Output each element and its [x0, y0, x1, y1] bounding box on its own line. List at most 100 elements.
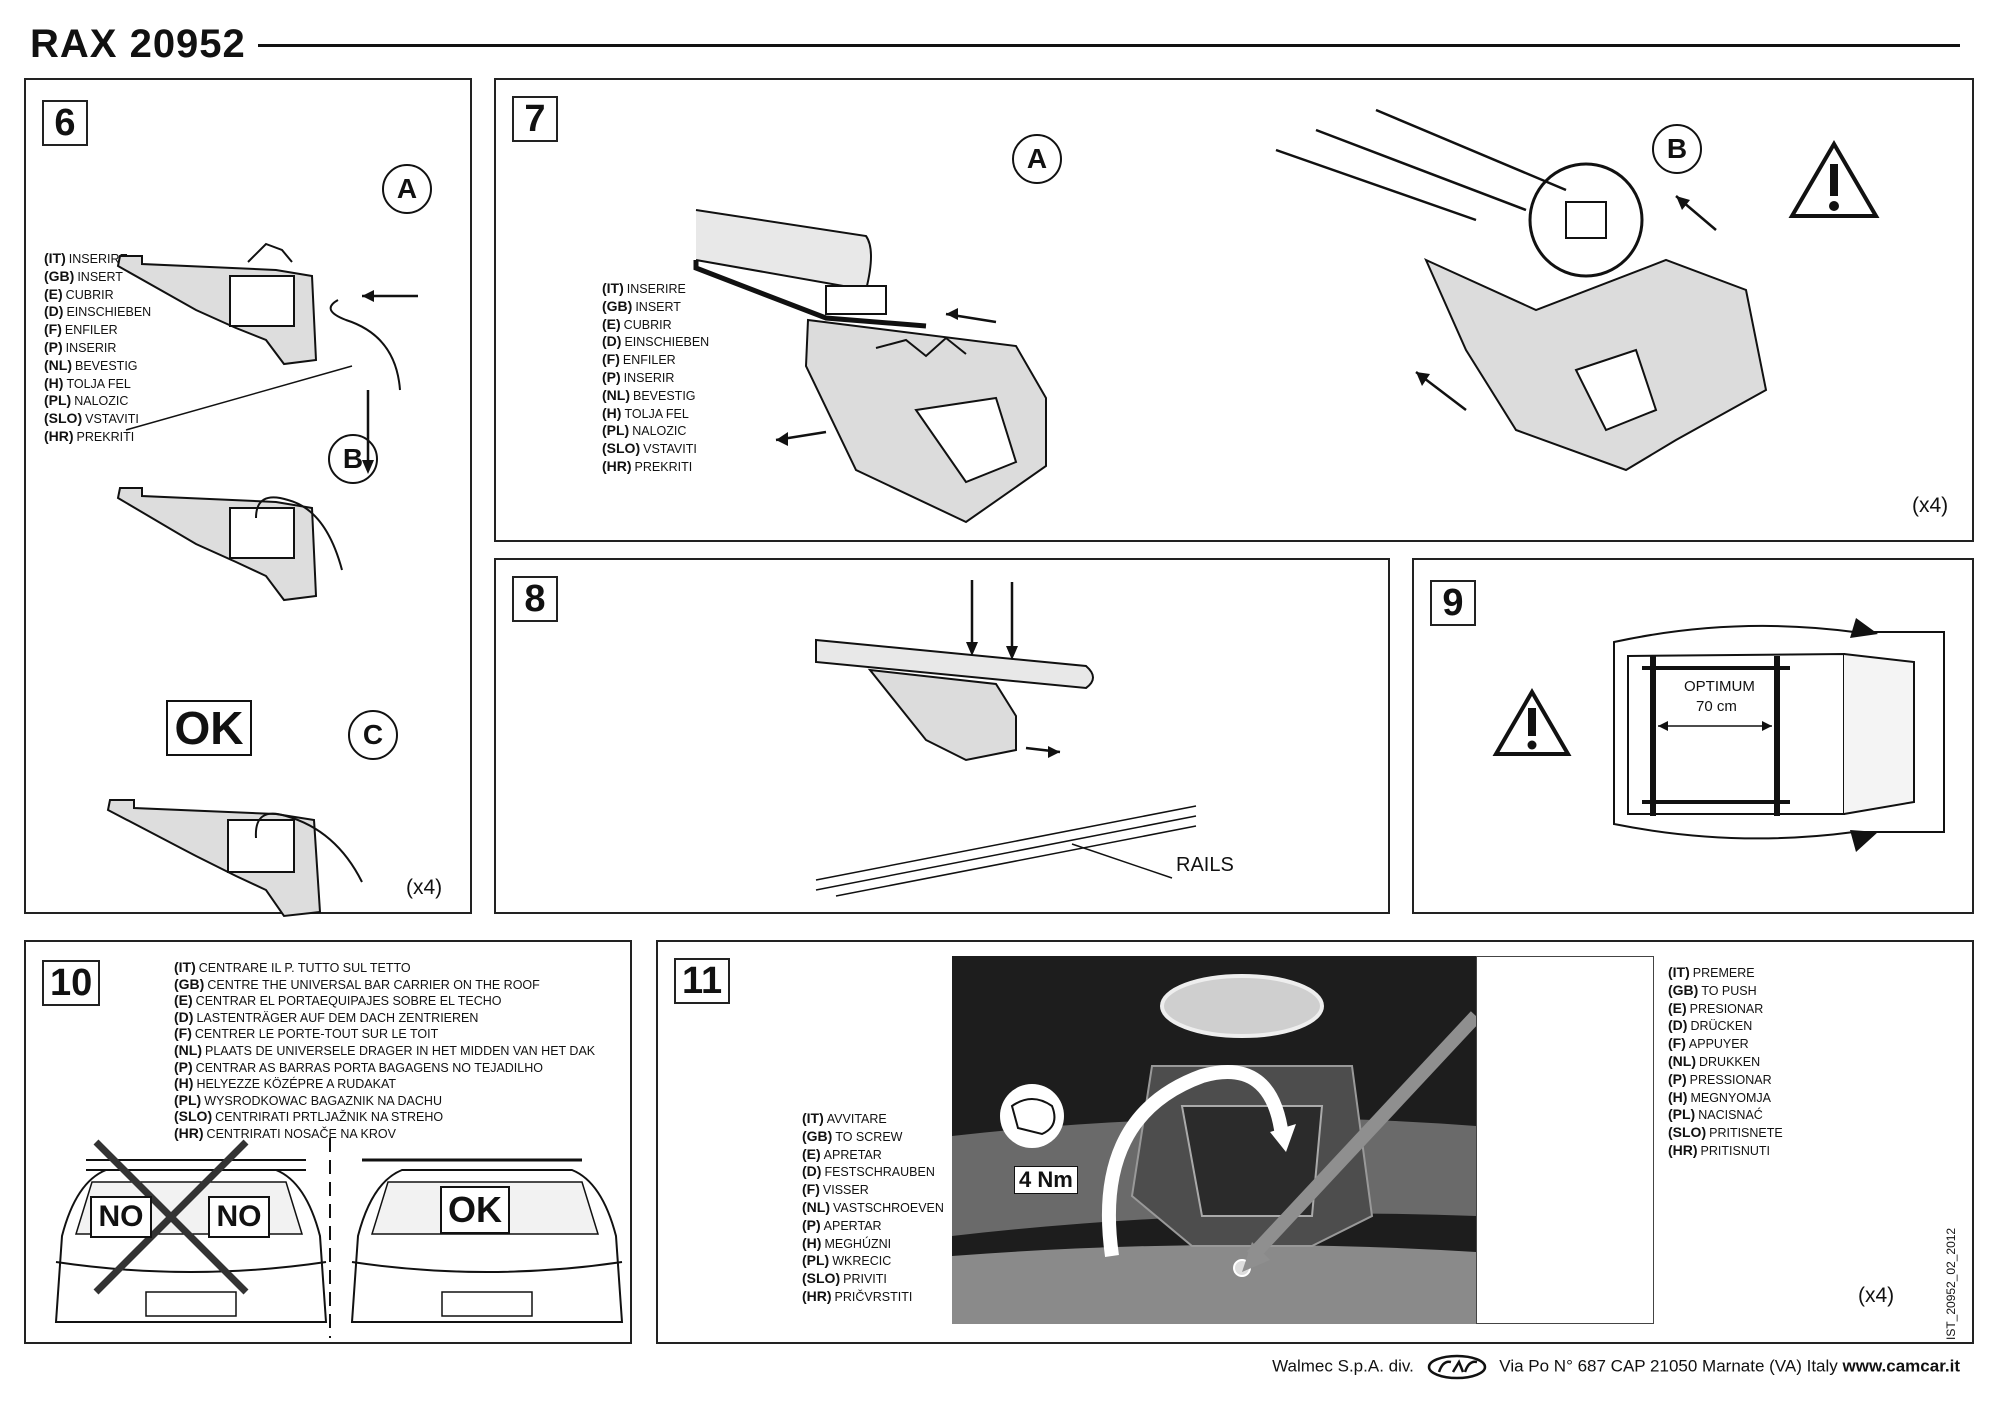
instruction-line: (GB)INSERT: [44, 268, 151, 286]
instruction-line: (H)HELYEZZE KÖZÉPRE A RUDAKAT: [174, 1075, 595, 1093]
instruction-line: (F)APPUYER: [1668, 1035, 1783, 1053]
instruction-line: (H)TOLJA FEL: [44, 375, 151, 393]
instruction-text: INSERIRE: [68, 252, 128, 266]
instruction-text: EINSCHIEBEN: [624, 335, 710, 350]
language-code: (H): [1668, 1088, 1688, 1105]
document-code: IST_20952_02_2012: [1944, 1227, 1958, 1340]
language-code: (F): [174, 1025, 192, 1042]
instruction-text: APERTAR: [823, 1218, 882, 1233]
instruction-line: (HR)PRIČVRSTITI: [802, 1288, 944, 1306]
instruction-line: (P)INSERIR: [602, 369, 709, 387]
installation-photo: 4 Nm: [952, 956, 1476, 1324]
optimum-distance: 70 cm: [1696, 698, 1737, 715]
bracket-drawing-c: [106, 799, 363, 918]
footer-website[interactable]: www.camcar.it: [1842, 1356, 1960, 1376]
instruction-line: (HR)PRITISNUTI: [1668, 1142, 1783, 1160]
instruction-line: (SLO)PRIVITI: [802, 1270, 944, 1288]
instruction-line: (PL)NALOZIC: [44, 392, 151, 410]
title-rule: [258, 44, 1960, 47]
instruction-line: (IT)PREMERE: [1668, 964, 1783, 982]
language-code: (NL): [1668, 1052, 1696, 1069]
instruction-line: (P)CENTRAR AS BARRAS PORTA BAGAGENS NO T…: [174, 1058, 595, 1077]
language-code: (HR): [802, 1287, 832, 1304]
step-number-7: 7: [512, 96, 558, 142]
instruction-line: (SLO)CENTRIRATI PRTLJAŽNIK NA STREHO: [174, 1109, 595, 1126]
language-code: (HR): [174, 1124, 204, 1141]
panel-6-instructions: (IT)INSERIRE(GB)INSERT(E)CUBRIR(D)EINSCH…: [44, 250, 151, 446]
warning-triangle-icon: [1492, 688, 1572, 756]
instruction-line: (E)APRETAR: [802, 1146, 944, 1164]
instruction-text: TO PUSH: [1701, 983, 1757, 998]
instruction-text: PRESIONAR: [1689, 1001, 1764, 1016]
language-code: (F): [1668, 1035, 1686, 1052]
language-code: (E): [44, 285, 63, 302]
repeat-count: (x4): [1858, 1284, 1895, 1307]
footer-address: Via Po N° 687 CAP 21050 Marnate (VA) Ita…: [1499, 1356, 1838, 1376]
instruction-line: (GB)CENTRE THE UNIVERSAL BAR CARRIER ON …: [174, 976, 595, 994]
label-b: B: [328, 434, 378, 484]
instruction-line: (SLO)VSTAVITI: [602, 440, 709, 458]
panel-6: 6 (IT)INSERIRE(GB)INSERT(E)CUBRIR(D)EINS…: [24, 78, 472, 918]
language-code: (HR): [602, 457, 632, 474]
instruction-text: INSERT: [635, 299, 681, 314]
instruction-line: (H)MEGNYOMJA: [1668, 1089, 1783, 1107]
instruction-text: CENTRER LE PORTE-TOUT SUR LE TOIT: [194, 1027, 439, 1042]
panel-10: 10 (IT)CENTRARE IL P. TUTTO SUL TETTO(GB…: [24, 940, 632, 1344]
step-number-9: 9: [1430, 580, 1476, 626]
instruction-text: BEVESTIG: [75, 358, 138, 373]
instruction-text: PRESSIONAR: [1689, 1072, 1772, 1087]
language-code: (PL): [602, 422, 630, 439]
language-code: (SLO): [602, 440, 641, 457]
instruction-line: (IT)AVVITARE: [802, 1110, 944, 1128]
instruction-line: (PL)WYSRODKOWAC BAGAZNIK NA DACHU: [174, 1091, 595, 1110]
instruction-text: DRUKKEN: [1699, 1054, 1761, 1069]
ok-badge: OK: [166, 700, 252, 756]
instruction-line: (NL)VASTSCHROEVEN: [802, 1199, 944, 1217]
instruction-line: (HR)PREKRITI: [44, 428, 151, 446]
instruction-text: AVVITARE: [826, 1112, 887, 1126]
instruction-line: (D)LASTENTRÄGER AUF DEM DACH ZENTRIEREN: [174, 1009, 595, 1027]
car-rear-view-wrong: [54, 1139, 328, 1323]
instruction-text: WYSRODKOWAC BAGAZNIK NA DACHU: [204, 1093, 442, 1108]
instruction-text: PREKRITI: [76, 429, 135, 444]
instruction-line: (D)EINSCHIEBEN: [44, 303, 151, 321]
instruction-text: ENFILER: [64, 323, 118, 338]
instruction-line: (D)EINSCHIEBEN: [602, 333, 709, 351]
language-code: (SLO): [44, 410, 83, 427]
instruction-text: MEGHÚZNI: [824, 1236, 892, 1251]
language-code: (HR): [1668, 1141, 1698, 1158]
instruction-text: TOLJA FEL: [66, 376, 131, 391]
instruction-text: APPUYER: [1688, 1037, 1749, 1052]
instruction-line: (PL)NALOZIC: [602, 422, 709, 440]
language-code: (SLO): [174, 1108, 213, 1125]
language-code: (F): [44, 321, 62, 338]
instruction-line: (E)CENTRAR EL PORTAEQUIPAJES SOBRE EL TE…: [174, 992, 595, 1010]
language-code: (P): [1668, 1070, 1687, 1087]
language-code: (IT): [1668, 964, 1690, 980]
car-top-view-drawing: [1613, 618, 1945, 852]
instruction-text: PRIVITI: [843, 1272, 887, 1287]
step-number-6: 6: [42, 100, 88, 146]
language-code: (P): [174, 1058, 193, 1075]
instruction-text: CENTRE THE UNIVERSAL BAR CARRIER ON THE …: [207, 977, 540, 992]
language-code: (GB): [602, 297, 633, 314]
step-number-11: 11: [674, 958, 731, 1004]
instruction-text: PRIČVRSTITI: [834, 1289, 913, 1304]
instruction-text: PREMERE: [1692, 966, 1755, 980]
instruction-line: (H)MEGHÚZNI: [802, 1235, 944, 1253]
language-code: (PL): [174, 1091, 202, 1108]
instruction-line: (F)VISSER: [802, 1181, 944, 1199]
instruction-text: CENTRAR AS BARRAS PORTA BAGAGENS NO TEJA…: [195, 1060, 543, 1075]
instruction-text: PREKRITI: [634, 459, 693, 474]
instruction-line: (F)ENFILER: [602, 351, 709, 369]
ok-badge: OK: [440, 1186, 510, 1234]
language-code: (D): [602, 333, 622, 350]
instruction-text: APRETAR: [823, 1147, 882, 1162]
instruction-line: (HR)CENTRIRATI NOSAČE NA KROV: [174, 1124, 595, 1143]
step-number-8: 8: [512, 576, 558, 622]
instruction-line: (GB)INSERT: [602, 298, 709, 316]
instruction-text: VASTSCHROEVEN: [833, 1200, 944, 1215]
bar-on-rails-drawing: [815, 580, 1197, 897]
language-code: (D): [1668, 1017, 1688, 1034]
language-code: (E): [174, 992, 193, 1009]
